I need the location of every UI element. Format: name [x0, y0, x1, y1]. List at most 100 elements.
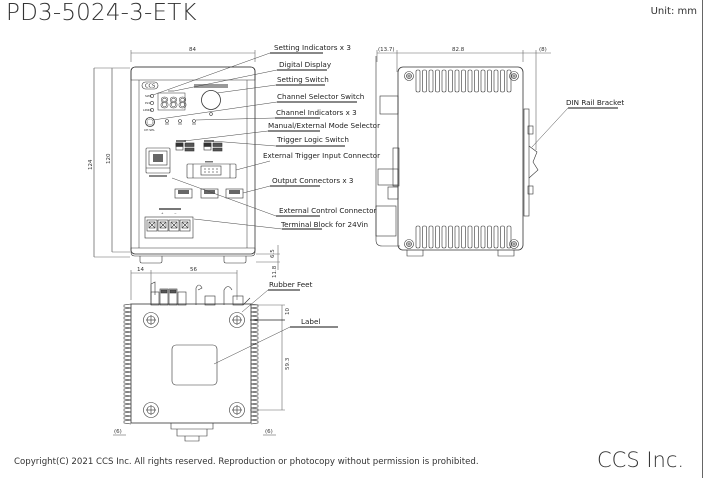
dim-height-124: 124	[88, 67, 130, 258]
heatsink-fin	[435, 225, 440, 249]
heatsink-fin	[123, 347, 132, 353]
heatsink-fin	[493, 69, 499, 93]
trigger-input-connector	[186, 161, 237, 179]
dim-text: (13.7)	[378, 47, 395, 53]
heatsink-fin	[461, 225, 466, 249]
dim-text: (6)	[265, 429, 273, 435]
dim-text: 6.5	[270, 249, 276, 258]
callout-rubber-feet: Rubber Feet	[269, 280, 313, 289]
heatsink-fin	[250, 343, 259, 349]
heatsink-fin	[454, 225, 460, 249]
dim-text: 82.8	[452, 47, 465, 53]
digital-display: 888	[157, 90, 187, 112]
heatsink-fin	[506, 225, 512, 249]
heatsink-fin	[500, 225, 505, 249]
rubber-feet	[143, 312, 245, 418]
din-rail-bracket	[523, 108, 539, 217]
unit-label: Unit: mm	[650, 6, 697, 17]
indicator-label: PLS	[145, 101, 150, 105]
dim-text: 124	[88, 159, 94, 170]
heatsink-fin	[123, 311, 132, 317]
heatsink-fin	[250, 359, 259, 365]
dim-width-84: 84	[130, 47, 256, 62]
callout-trigger-logic: Trigger Logic Switch	[276, 135, 349, 144]
heatsink-fin	[487, 225, 492, 249]
heatsink-fin	[123, 355, 132, 361]
heatsink-fin	[250, 319, 259, 325]
dim-text: 84	[189, 47, 196, 53]
display-digits: 888	[160, 94, 187, 112]
heatsink-fin	[435, 69, 440, 93]
heatsink-fin	[250, 391, 259, 397]
dim-text: 11.8	[272, 265, 278, 278]
heatsink-fin	[250, 379, 259, 385]
heatsink-fin	[448, 69, 453, 93]
heatsink-fin	[250, 375, 259, 381]
heatsink-fin	[123, 371, 132, 377]
heatsink-fin	[250, 327, 259, 333]
indicator-led	[150, 108, 154, 112]
heatsink-fin	[250, 387, 259, 393]
terminal-block: + −	[144, 208, 194, 239]
heatsink-fin	[250, 367, 259, 373]
bottom-body	[130, 303, 252, 424]
page-title: PD3-5024-3-ETK	[6, 0, 197, 26]
product-label-area	[171, 344, 218, 386]
dim-height-120: 120	[106, 68, 130, 253]
heatsink-fin	[250, 335, 259, 341]
trigger-logic-switch	[203, 140, 223, 152]
heatsink-fin	[123, 343, 132, 349]
heatsink-fin	[506, 69, 512, 93]
heatsink-fins-left	[123, 303, 132, 425]
svg-text:+: +	[161, 211, 164, 215]
heatsink-fin	[123, 399, 132, 405]
callout-external-control: External Control Connector	[279, 206, 376, 215]
dim-text: 14	[137, 267, 144, 273]
dim-text: 10	[285, 308, 291, 315]
dim-foot: 6.5 11.8	[256, 245, 280, 278]
heatsink-fin	[448, 225, 453, 249]
front-view: 84 124 120 CCS SW1	[88, 43, 380, 278]
heatsink-fin	[123, 375, 132, 381]
heatsink-fin	[250, 403, 259, 409]
heatsink-fin	[474, 225, 479, 249]
dim-text: 59.3	[285, 357, 291, 370]
heatsink-fin	[250, 371, 259, 377]
heatsink-fin	[474, 69, 479, 93]
heatsink-fin	[123, 307, 132, 313]
heatsink-fin	[467, 69, 473, 93]
heatsink-fin	[250, 395, 259, 401]
callout-setting-indicators: Setting Indicators x 3	[274, 43, 351, 52]
heatsink-fin	[428, 69, 434, 93]
callout-mode-selector: Manual/External Mode Selector	[268, 121, 380, 130]
heatsink-fin	[123, 303, 132, 309]
heatsink-fin	[250, 383, 259, 389]
setting-switch	[201, 90, 221, 110]
heatsink-fins-top	[415, 69, 512, 93]
bottom-rail	[130, 247, 256, 257]
heatsink-fin	[123, 379, 132, 385]
dim-text: 56	[190, 267, 197, 273]
indicator-label: SW1	[145, 94, 152, 98]
heatsink-fin	[123, 367, 132, 373]
page-border	[701, 0, 703, 478]
heatsink-fin	[250, 331, 259, 337]
dim-text: (6)	[114, 429, 122, 435]
channel-selector-knob	[145, 117, 155, 127]
heatsink-fin	[250, 339, 259, 345]
callout-trigger-input: External Trigger Input Connector	[263, 151, 380, 160]
side-body	[397, 66, 524, 251]
heatsink-fin	[123, 359, 132, 365]
heatsink-fin	[480, 225, 486, 249]
indicator-led	[150, 94, 154, 98]
heatsink-fin	[250, 311, 259, 317]
heatsink-fin	[480, 69, 486, 93]
output-connectors	[174, 188, 244, 199]
heatsink-fin	[428, 225, 434, 249]
heatsink-fin	[500, 69, 505, 93]
callout-leaders	[152, 52, 357, 230]
callout-terminal-block: Terminal Block for 24Vin	[280, 220, 368, 229]
model-plate	[194, 84, 228, 88]
heatsink-fin	[123, 387, 132, 393]
heatsink-fin	[250, 315, 259, 321]
